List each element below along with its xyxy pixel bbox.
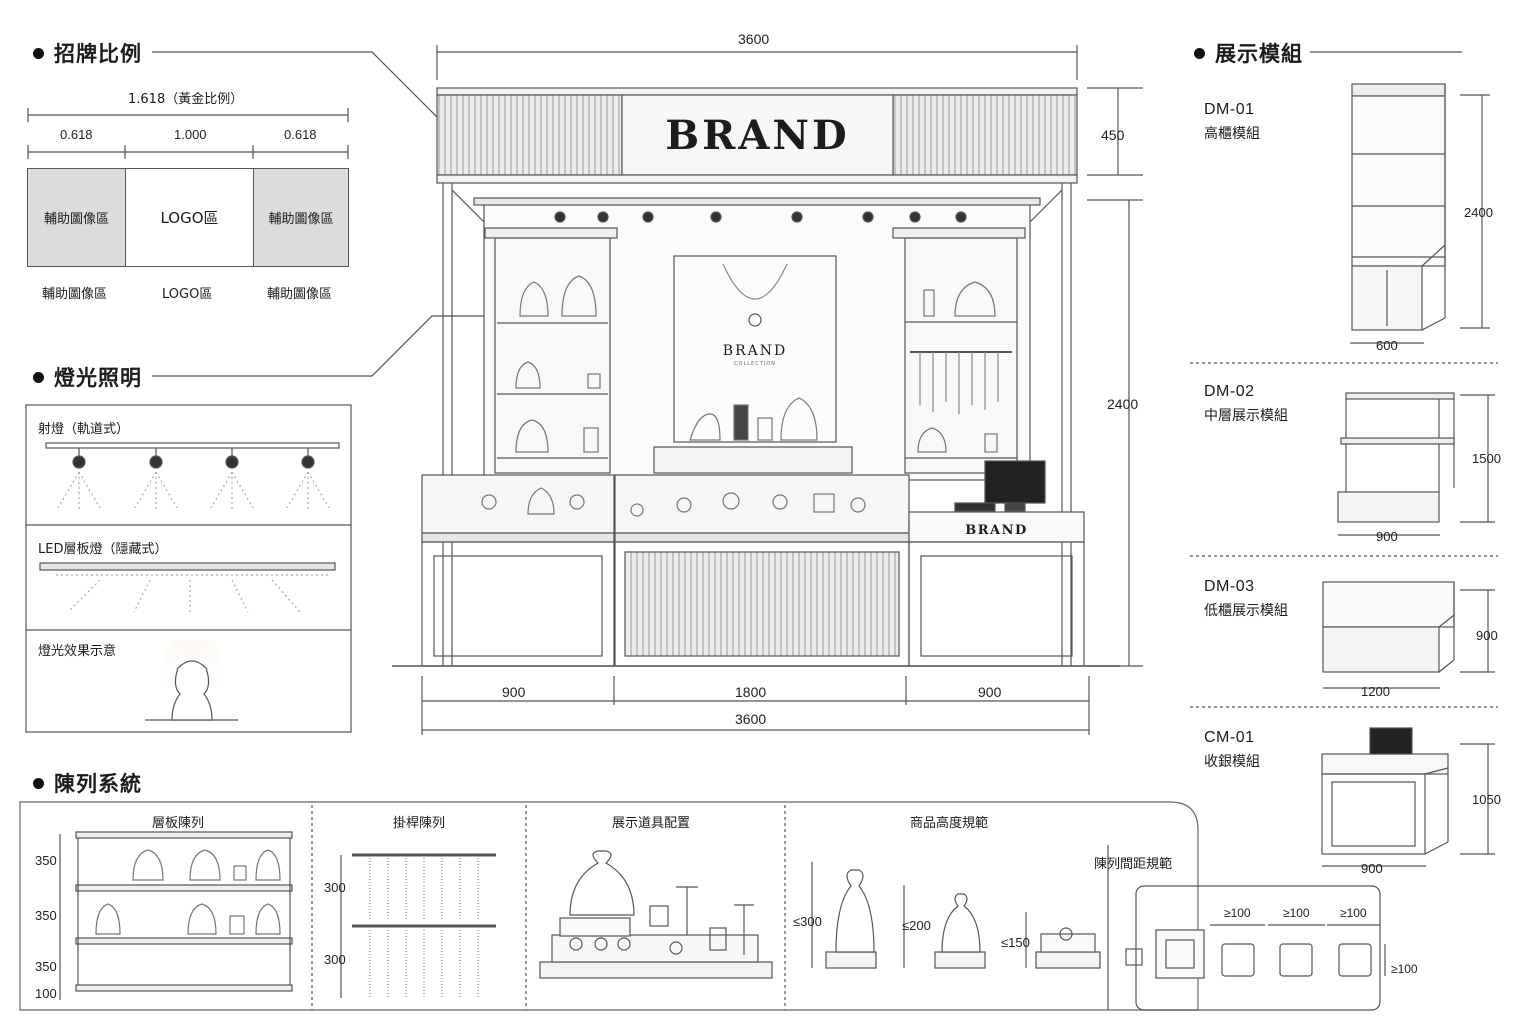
module-cm01-code: CM-01 (1204, 729, 1255, 746)
caption-aux-right: 輔助圖像區 (267, 287, 333, 302)
module-dm01-name: 高櫃模組 (1204, 126, 1260, 142)
shelf-dim-4: 100 (35, 986, 57, 1001)
module-cm01-name: 收銀模組 (1204, 754, 1260, 770)
seg-left-dim: 900 (502, 684, 526, 700)
shelf-dim-3: 350 (35, 959, 57, 974)
top-width-dim: 3600 (738, 31, 770, 47)
seg-mid-dim: 1800 (735, 684, 767, 700)
height-dim-200: ≤200 (902, 918, 931, 933)
module-dm02-name: 中層展示模組 (1204, 408, 1288, 424)
light-effect-label: 燈光效果示意 (38, 644, 117, 659)
signage-aux-area-right: 輔助圖像區 (253, 168, 349, 267)
shelf-display-title: 層板陳列 (152, 816, 205, 831)
shelf-dim-1: 350 (35, 853, 57, 868)
rod-dim-1: 300 (324, 880, 346, 895)
caption-logo: LOGO區 (162, 287, 213, 302)
rod-dim-2: 300 (324, 952, 346, 967)
module-dm01-width: 600 (1376, 338, 1398, 353)
ratio-mid: 1.000 (174, 127, 207, 142)
spacing-dim-2: ≥100 (1283, 906, 1310, 920)
total-height-dim: 2400 (1107, 396, 1139, 412)
module-dm02-width: 900 (1376, 529, 1398, 544)
spacing-title: 陳列間距規範 (1094, 857, 1173, 872)
module-dm03-code: DM-03 (1204, 578, 1255, 595)
shelf-dim-2: 350 (35, 908, 57, 923)
module-dm03-height: 900 (1476, 628, 1498, 643)
spotlight-label: 射燈（軌道式） (38, 422, 130, 437)
module-dm02-height: 1500 (1472, 451, 1501, 466)
spacing-dim-3: ≥100 (1340, 906, 1367, 920)
signage-leader (152, 51, 456, 136)
bullet-icon (33, 777, 44, 789)
rod-display-title: 掛桿陳列 (393, 816, 446, 831)
module-cm01-width: 900 (1361, 861, 1383, 876)
bottom-width-dim: 3600 (735, 711, 767, 727)
poster-subtitle: COLLECTION (734, 361, 776, 367)
bullet-icon (1194, 47, 1205, 59)
props-config-title: 展示道具配置 (612, 816, 691, 831)
lighting-leader (152, 315, 510, 377)
golden-ratio-label: 1.618（黃金比例） (128, 92, 244, 107)
height-dim-300: ≤300 (793, 914, 822, 929)
bullet-icon (33, 371, 44, 383)
caption-aux-left: 輔助圖像區 (42, 287, 108, 302)
module-dm03-name: 低櫃展示模組 (1204, 603, 1288, 619)
section-heading-modules: 展示模組 (1194, 38, 1303, 68)
poster-brand: BRAND (722, 343, 788, 359)
section-heading-signage: 招牌比例 (33, 38, 142, 68)
bullet-icon (33, 47, 44, 59)
counter-brand: BRAND (965, 523, 1028, 538)
module-dm02-code: DM-02 (1204, 383, 1255, 400)
ratio-right: 0.618 (284, 127, 317, 142)
led-label: LED層板燈（隱藏式） (38, 542, 168, 557)
height-dim-150: ≤150 (1001, 935, 1030, 950)
module-dm01-code: DM-01 (1204, 101, 1255, 118)
spacing-dim-4: ≥100 (1391, 962, 1418, 976)
section-heading-merch: 陳列系統 (33, 768, 142, 798)
section-heading-lighting: 燈光照明 (33, 362, 142, 392)
module-dm03-width: 1200 (1361, 684, 1390, 699)
signage-logo-area: LOGO區 (125, 168, 254, 267)
seg-right-dim: 900 (978, 684, 1002, 700)
module-cm01-height: 1050 (1472, 792, 1501, 807)
ratio-left: 0.618 (60, 127, 93, 142)
sign-height-dim: 450 (1101, 127, 1125, 143)
product-height-title: 商品高度規範 (910, 816, 989, 831)
module-dm01-height: 2400 (1464, 205, 1493, 220)
spacing-dim-1: ≥100 (1224, 906, 1251, 920)
signage-aux-area-left: 輔助圖像區 (27, 168, 126, 267)
sign-brand-logo: BRAND (665, 112, 850, 159)
